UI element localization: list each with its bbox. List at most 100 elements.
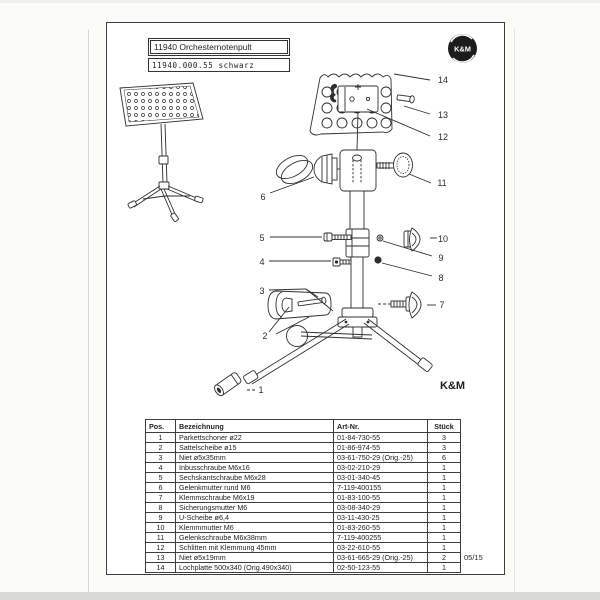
table-cell: 2 xyxy=(145,442,176,453)
table-cell: 1 xyxy=(427,522,461,533)
table-cell: 03-22-610-55 xyxy=(333,542,428,553)
table-cell: 01-83-100-55 xyxy=(333,492,428,503)
table-cell: 13 xyxy=(145,552,176,563)
callout-8: 8 xyxy=(438,273,443,283)
exploded-diagram: 14 13 12 11 6 5 10 9 4 8 3 7 2 1 K&M xyxy=(214,73,465,397)
table-header-row: Pos. Bezeichnung Art-Nr. Stück xyxy=(145,419,461,433)
table-cell: Klemmmutter M6 xyxy=(175,522,334,533)
part-gelenkschraube xyxy=(376,152,413,178)
table-cell: U-Scheibe ø6,4 xyxy=(175,512,334,523)
table-cell: Inbusschraube M6x16 xyxy=(175,462,334,473)
table-cell: Klemmschraube M6x19 xyxy=(175,492,334,503)
callout-9: 9 xyxy=(438,253,443,263)
leg-hub xyxy=(337,256,378,338)
scan-strip-bottom xyxy=(0,592,600,600)
table-cell: 1 xyxy=(427,562,461,573)
table-cell: 1 xyxy=(427,462,461,473)
table-cell: 03-02-210-29 xyxy=(333,462,428,473)
table-cell: Parkettschoner ø22 xyxy=(175,432,334,443)
callout-1: 1 xyxy=(258,385,263,395)
table-cell: 3 xyxy=(427,432,461,443)
table-cell: 11 xyxy=(145,532,176,543)
part-parkettschoner xyxy=(214,372,242,397)
table-cell: 3 xyxy=(145,452,176,463)
col-header-stueck: Stück xyxy=(427,419,461,433)
part-niet-oben xyxy=(396,94,415,104)
stand-illustration xyxy=(119,82,204,222)
edition-date: 05/15 xyxy=(464,553,483,562)
table-cell: Schlitten mit Klemmung 45mm xyxy=(175,542,334,553)
part-sechskantschraube xyxy=(323,232,352,242)
table-cell: 4 xyxy=(145,462,176,473)
table-cell: 03-61-750-29 (Orig.-25) xyxy=(333,452,428,463)
part-u-scheibe xyxy=(376,234,384,242)
table-cell: 01-84-730-55 xyxy=(333,432,428,443)
table-cell: 1 xyxy=(427,502,461,513)
col-header-bezeichnung: Bezeichnung xyxy=(175,419,334,433)
part-sattelscheibe xyxy=(281,297,293,313)
table-cell: 3 xyxy=(427,442,461,453)
header-model-text: 11940 Orchesternotenpult xyxy=(150,40,288,54)
part-sicherungsmutter xyxy=(374,256,382,264)
table-cell: 1 xyxy=(427,482,461,493)
table-cell: 1 xyxy=(145,432,176,443)
leader-lines xyxy=(247,73,437,391)
callout-11: 11 xyxy=(437,178,446,188)
table-cell: 9 xyxy=(145,512,176,523)
header-variant-box: 11940.000.55 schwarz xyxy=(148,58,290,72)
km-logo-text: K&M xyxy=(454,44,471,53)
table-cell: 02-50-123-55 xyxy=(333,562,428,573)
callout-2: 2 xyxy=(262,331,267,341)
scan-edge-right xyxy=(514,28,515,595)
stand-column xyxy=(158,123,169,184)
clamp-block xyxy=(345,228,370,258)
part-klemmschraube xyxy=(378,291,422,319)
callout-3: 3 xyxy=(259,286,264,296)
stand-desk xyxy=(119,82,204,127)
callout-14: 14 xyxy=(438,75,448,85)
callout-6: 6 xyxy=(260,192,265,202)
part-inbusschraube xyxy=(332,257,354,267)
table-cell: 1 xyxy=(427,512,461,523)
header-model-box: 11940 Orchesternotenpult xyxy=(148,38,290,56)
callout-5: 5 xyxy=(259,233,264,243)
table-cell: Sicherungsmutter M6 xyxy=(175,502,334,513)
part-niet-bein xyxy=(297,296,327,307)
table-cell: 7-119-400255 xyxy=(333,532,428,543)
leg-cutaway xyxy=(267,290,332,320)
table-cell: Lochplatte 500x340 (Orig.490x340) xyxy=(175,562,334,573)
table-cell: 1 xyxy=(427,472,461,483)
table-cell: 6 xyxy=(427,452,461,463)
table-cell: 5 xyxy=(145,472,176,483)
table-cell: Sattelscheibe ø15 xyxy=(175,442,334,453)
table-cell: 7-119-400155 xyxy=(333,482,428,493)
part-schlitten xyxy=(330,83,379,151)
tripod-legs xyxy=(243,318,433,385)
table-cell: 03-01-340-45 xyxy=(333,472,428,483)
km-logo-swoosh-top xyxy=(450,34,473,43)
table-cell: Gelenkmutter rund M6 xyxy=(175,482,334,493)
km-logo-swoosh-bottom xyxy=(452,54,475,63)
col-header-pos: Pos. xyxy=(145,419,176,433)
stand-tripod xyxy=(127,181,204,222)
table-cell: Gelenkschraube M6x38mm xyxy=(175,532,334,543)
table-cell: 8 xyxy=(145,502,176,513)
callout-7: 7 xyxy=(439,300,444,310)
table-cell: 2 xyxy=(427,552,461,563)
table-cell: 1 xyxy=(427,542,461,553)
table-cell: 10 xyxy=(145,522,176,533)
